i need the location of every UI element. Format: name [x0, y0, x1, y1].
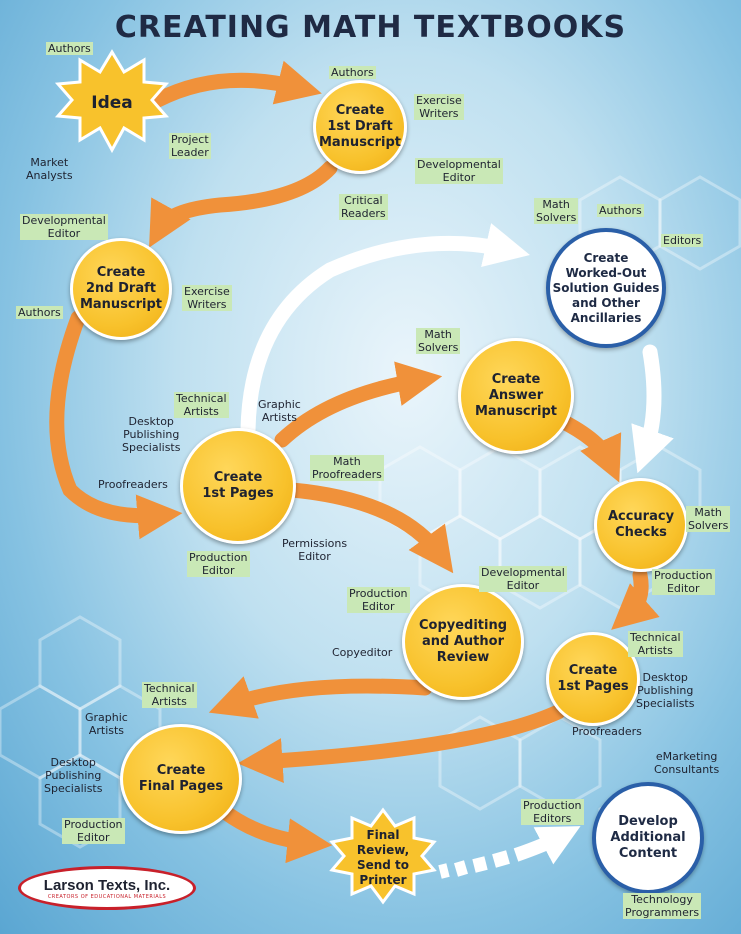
larson-texts-logo: Larson Texts, Inc. CREATORS OF EDUCATION… — [18, 866, 196, 910]
role-math-solvers: Math Solvers — [686, 506, 731, 532]
role-editors: Editors — [661, 234, 704, 247]
role-authors: Authors — [46, 42, 93, 55]
role-authors: Authors — [16, 306, 63, 319]
role-desktop-publishing: Desktop Publishing Specialists — [636, 671, 695, 710]
role-authors: Authors — [329, 66, 376, 79]
arrow-pages1-to-worked — [240, 223, 530, 438]
role-production-editors: Production Editors — [521, 799, 584, 825]
role-desktop-publishing: Desktop Publishing Specialists — [122, 415, 181, 454]
role-math-solvers: Math Solvers — [534, 198, 579, 224]
role-production-editor: Production Editor — [187, 551, 250, 577]
logo-name: Larson Texts, Inc. — [43, 876, 171, 894]
role-critical-readers: Critical Readers — [339, 194, 388, 220]
role-emarketing-consultants: eMarketing Consultants — [654, 750, 720, 776]
role-technical-artists: Technical Artists — [174, 392, 229, 418]
arrow-copyedit-to-final — [208, 676, 433, 719]
final-pages-node: Create Final Pages — [120, 724, 242, 834]
arrow-pages1-to-answer — [274, 361, 443, 448]
role-authors: Authors — [597, 204, 644, 217]
role-technical-artists: Technical Artists — [142, 682, 197, 708]
arrow-worked-to-accuracy — [631, 344, 674, 474]
copyedit-node: Copyediting and Author Review — [402, 584, 524, 700]
arrow-draft1-to-draft2 — [149, 160, 338, 248]
arrow-answer-to-accuracy — [552, 412, 622, 483]
role-permissions-editor: Permissions Editor — [282, 537, 348, 563]
accuracy-node: Accuracy Checks — [594, 478, 688, 572]
role-desktop-publishing: Desktop Publishing Specialists — [44, 756, 103, 795]
review-star — [329, 807, 437, 905]
role-technical-artists: Technical Artists — [628, 631, 683, 657]
arrow-pages1b-to-final — [237, 704, 566, 784]
role-production-editor: Production Editor — [652, 569, 715, 595]
role-proofreaders: Proofreaders — [98, 478, 168, 491]
final-review-node: Final Review, Send to Printer — [356, 828, 410, 887]
role-copyeditor: Copyeditor — [332, 646, 393, 659]
page-title: CREATING MATH TEXTBOOKS — [114, 10, 627, 45]
role-developmental-editor: Developmental Editor — [479, 566, 567, 592]
idea-node: Idea — [91, 93, 133, 113]
role-project-leader: Project Leader — [169, 133, 211, 159]
draft2-node: Create 2nd Draft Manuscript — [70, 238, 172, 340]
arrow-draft2-to-pages1 — [49, 310, 183, 540]
role-proofreaders: Proofreaders — [572, 725, 642, 738]
arrow-final-to-review — [217, 804, 333, 864]
draft1-node: Create 1st Draft Manuscript — [313, 80, 407, 174]
role-market-analysts: Market Analysts — [26, 156, 73, 182]
role-exercise-writers: Exercise Writers — [182, 285, 232, 311]
logo-tagline: CREATORS OF EDUCATIONAL MATERIALS — [47, 893, 167, 900]
role-math-solvers: Math Solvers — [416, 328, 461, 354]
role-graphic-artists: Graphic Artists — [258, 398, 301, 424]
pages1b-node: Create 1st Pages — [546, 632, 640, 726]
arrow-pages1-to-copyedit — [284, 482, 454, 574]
idea-star — [54, 49, 170, 154]
pages1-node: Create 1st Pages — [180, 428, 296, 544]
arrow-accuracy-to-pages1b — [611, 567, 660, 630]
role-production-editor: Production Editor — [347, 587, 410, 613]
role-technology-programmers: Technology Programmers — [623, 893, 702, 919]
role-developmental-editor: Developmental Editor — [415, 158, 503, 184]
answer-node: Create Answer Manuscript — [458, 338, 574, 454]
role-production-editor: Production Editor — [62, 818, 125, 844]
role-developmental-editor: Developmental Editor — [20, 214, 108, 240]
develop-node: Develop Additional Content — [592, 782, 704, 894]
role-exercise-writers: Exercise Writers — [414, 94, 464, 120]
role-graphic-artists: Graphic Artists — [85, 711, 128, 737]
worked-out-node: Create Worked-Out Solution Guides and Ot… — [546, 228, 666, 348]
arrow-review-to-develop — [438, 826, 581, 879]
arrow-idea-to-draft1 — [150, 60, 322, 108]
role-math-proofreaders: Math Proofreaders — [310, 455, 384, 481]
